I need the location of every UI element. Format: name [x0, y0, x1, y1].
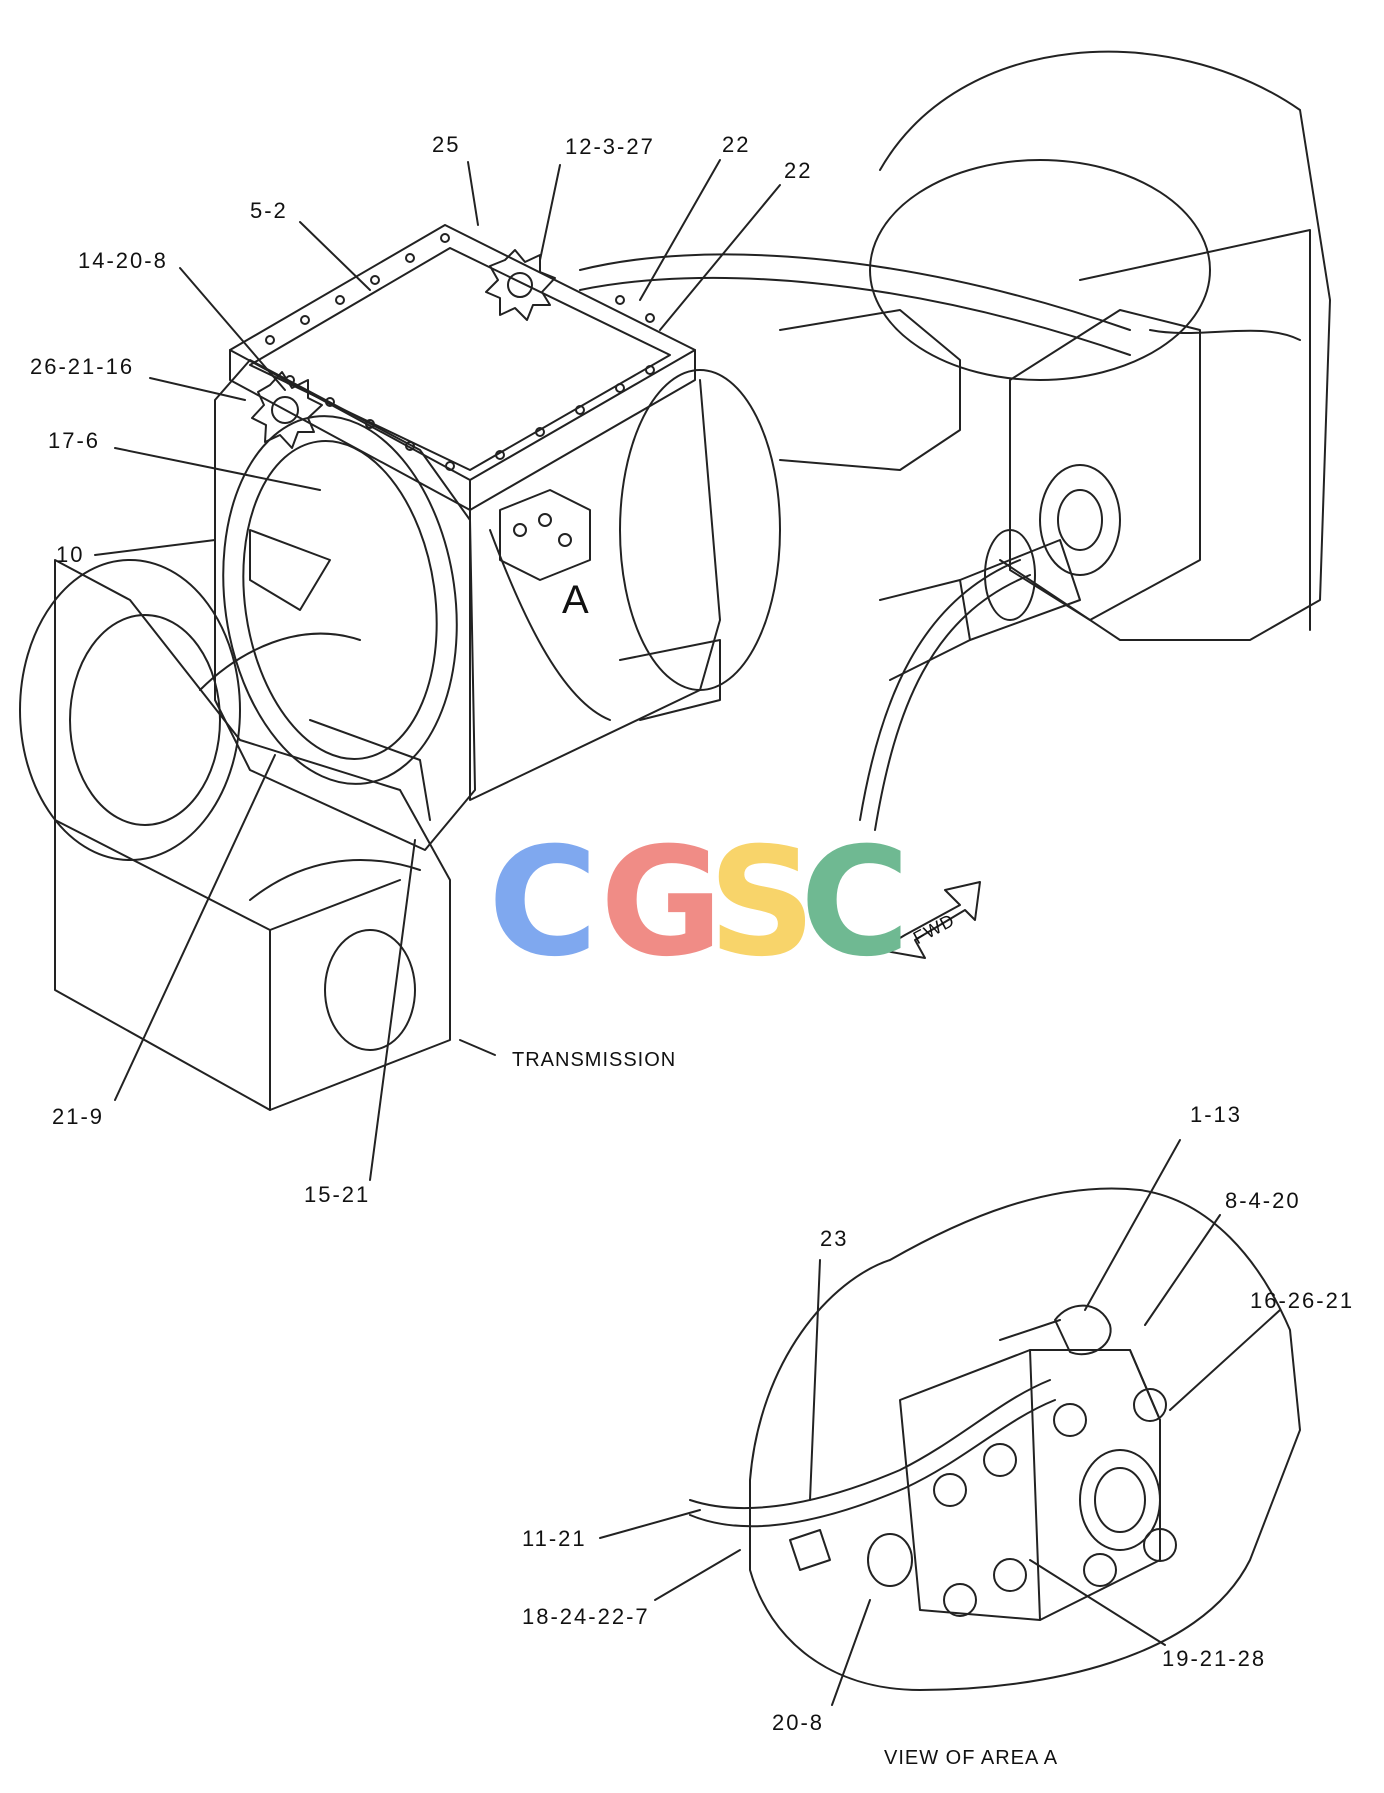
watermark-letter-2: G [600, 816, 724, 990]
callout-23: 23 [820, 1226, 849, 1251]
detail-view-a [689, 1187, 1301, 1691]
callout-26-21-16: 26-21-16 [30, 354, 135, 379]
cover-bolts [265, 233, 655, 471]
top-cover [229, 224, 696, 511]
callout-12-3-27: 12-3-27 [565, 134, 655, 159]
port-block-main [499, 489, 591, 581]
callout-18-24-22-7: 18-24-22-7 [522, 1604, 650, 1629]
callout-1-13: 1-13 [1190, 1102, 1243, 1127]
drive-shafts [779, 309, 1081, 681]
watermark-letter-1: C [488, 816, 599, 990]
callout-11-21: 11-21 [522, 1526, 587, 1551]
callout-8-4-20: 8-4-20 [1225, 1188, 1301, 1213]
fwd-arrow [879, 881, 981, 959]
breather-12-3-27 [485, 249, 556, 321]
callout-17-6: 17-6 [48, 428, 101, 453]
callout-15-21: 15-21 [304, 1182, 371, 1207]
callout-19-21-28: 19-21-28 [1162, 1646, 1267, 1671]
transmission-housing [19, 559, 451, 1111]
adapter-plate [214, 359, 476, 851]
main-body [469, 369, 781, 801]
watermark-letter-4: C [800, 816, 911, 990]
leader-lines [94, 159, 1281, 1706]
breather-14-20-8 [251, 371, 323, 449]
hoses [579, 253, 1301, 831]
callout-20-8: 20-8 [772, 1710, 825, 1735]
callout-21-9: 21-9 [52, 1104, 105, 1129]
area-marker-a: A [562, 578, 589, 622]
callout-16-26-21: 16-26-21 [1250, 1288, 1355, 1313]
rear-housing [869, 50, 1331, 641]
callout-10: 10 [56, 542, 85, 567]
callout-22-b: 22 [784, 158, 813, 183]
view-caption: VIEW OF AREA A [884, 1747, 1059, 1769]
watermark-letter-3: S [708, 816, 817, 990]
callout-25: 25 [432, 132, 461, 157]
callout-14-20-8: 14-20-8 [78, 248, 168, 273]
callout-5-2: 5-2 [250, 198, 288, 223]
transmission-label: TRANSMISSION [512, 1049, 677, 1071]
callout-22-a: 22 [722, 132, 751, 157]
